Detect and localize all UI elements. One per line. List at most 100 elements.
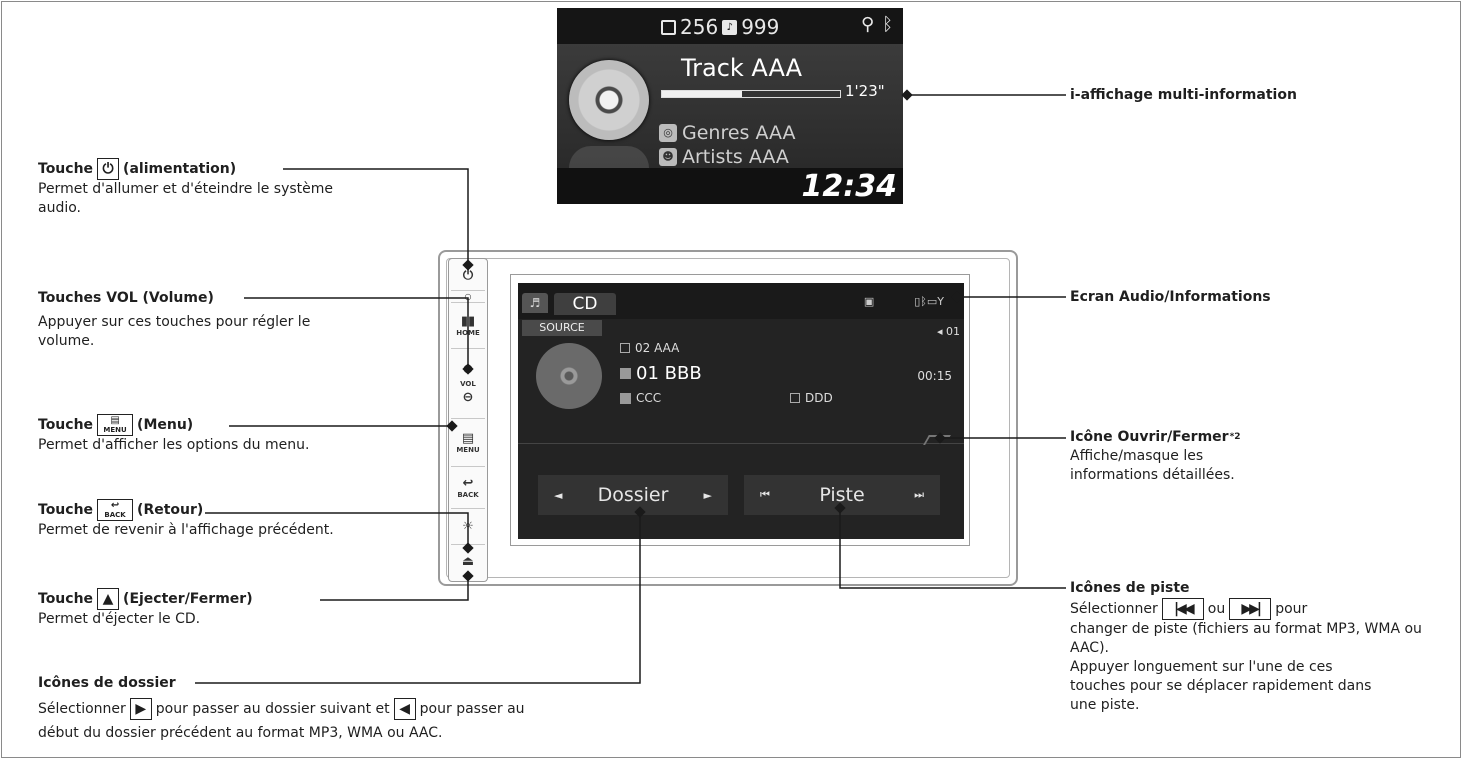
annotation-audio-screen: Ecran Audio/Informations (1070, 288, 1450, 307)
play-right-icon: ▶ (129, 698, 152, 720)
back-key[interactable]: ↩BACK (451, 467, 485, 509)
track-note-icon: ♪ (722, 19, 738, 35)
album-name: DDD (805, 391, 833, 405)
multi-info-status-bar: 256 ♪ 999 ⚲ ᛒ (557, 8, 903, 44)
track-prev-icon[interactable]: ⏮ (760, 488, 770, 501)
screen-disc-icon (536, 343, 602, 409)
track-ann-desc-b: ou (1207, 600, 1226, 617)
track-name: 01 BBB (636, 363, 702, 384)
menu-ann-desc: Permet d'afficher les options du menu. (38, 437, 310, 453)
tab-cd[interactable]: CD (554, 293, 616, 315)
back-icon: ↩ (462, 475, 474, 491)
phone-status-icon: ▯ᛒ▭Y (914, 295, 944, 308)
track-ann-head: Icônes de piste (1070, 580, 1190, 596)
artist-label: Artists AAA (682, 146, 789, 168)
home-icon: ▮▮ (460, 313, 476, 329)
track-ann-desc-e: Appuyer longuement sur l'une de ces touc… (1070, 659, 1372, 713)
annotation-back: Touche↩BACK(Retour) Permet de revenir à … (38, 499, 438, 540)
home-key[interactable]: ▮▮HOME (451, 303, 485, 349)
genre-row: ◎Genres AAA (659, 122, 796, 144)
bluetooth-icon: ᛒ (882, 14, 893, 35)
track-button[interactable]: ⏮ Piste ⏭ (744, 475, 940, 515)
annotation-folder-icons: Icônes de dossier Sélectionner ▶ pour pa… (38, 674, 718, 743)
elapsed-time: 1'23" (845, 82, 885, 100)
menu-key[interactable]: ▤MENU (451, 419, 485, 467)
speaker-icon: ◂ (936, 325, 943, 338)
annotation-power: Touche⏻(alimentation) Permet d'allumer e… (38, 158, 338, 218)
usb-icon: ⚲ (861, 14, 875, 35)
folder-button[interactable]: ◄ Dossier ► (538, 475, 728, 515)
track-time: 00:15 (917, 369, 952, 383)
volume-level: ◂ 01 (937, 325, 960, 338)
track-next-icon[interactable]: ⏭ (914, 488, 924, 501)
genre-icon: ◎ (659, 124, 677, 142)
brightness-icon: ☼ (462, 518, 474, 534)
volume-down-icon[interactable]: ⊖ (462, 389, 474, 405)
volume-up-icon[interactable]: ⊕ (462, 361, 474, 377)
status-icons: ▣ ▯ᛒ▭Y (864, 295, 944, 308)
brightness-key[interactable]: ☼ (451, 509, 485, 545)
menu-ann-label: (Menu) (137, 416, 194, 433)
vol-ann-head: Touches VOL (Volume) (38, 290, 214, 306)
track-ann-desc-c: pour (1275, 600, 1308, 617)
track-progress-fill (662, 91, 743, 97)
eject-ann-head: Touche (38, 590, 94, 607)
back-ann-desc: Permet de revenir à l'affichage précéden… (38, 522, 334, 538)
dial-indicator: ○ (451, 291, 485, 303)
menu-icon: ▤MENU (97, 414, 134, 436)
annotation-eject: Touche▲(Ejecter/Fermer) Permet d'éjecter… (38, 588, 338, 629)
back-key-label: BACK (457, 490, 479, 499)
vol-key-label: VOL (460, 379, 476, 388)
power-ann-head: Touche (38, 160, 94, 177)
menu-icon: ▤ (461, 430, 475, 446)
folder-button-label: Dossier (597, 484, 669, 506)
track-title: Track AAA (681, 54, 803, 82)
play-left-icon: ◀ (393, 698, 416, 720)
volume-value: 01 (946, 325, 960, 338)
multi-info-ann-head: i-affichage multi-information (1070, 87, 1297, 103)
artist-icon (620, 392, 631, 404)
artist-row: CCC (620, 391, 661, 405)
folder-ann-desc-d: début du dossier précédent au format MP3… (38, 725, 443, 741)
power-ann-desc: Permet d'allumer et d'éteindre le systèm… (38, 181, 334, 216)
eject-icon: ▲ (97, 588, 120, 610)
audio-screen-header: ♬ CD ▣ ▯ᛒ▭Y (518, 283, 964, 319)
multi-info-footer: 12:34 (557, 168, 903, 204)
folder-ann-desc-b: pour passer au dossier suivant et (155, 700, 390, 717)
power-key[interactable]: ⏻ (451, 261, 485, 291)
track-button-label: Piste (819, 484, 865, 506)
track-row: 01 BBB (620, 363, 702, 384)
picture-icon: ▣ (863, 295, 875, 308)
divider-line (518, 443, 964, 444)
music-note-icon[interactable]: ♬ (522, 293, 548, 313)
open-close-ann-note: *2 (1229, 432, 1241, 442)
eject-key[interactable]: ⏏ (451, 545, 485, 579)
power-icon: ⏻ (462, 267, 474, 283)
source-button[interactable]: SOURCE (522, 320, 602, 336)
multi-info-display: 256 ♪ 999 ⚲ ᛒ Track AAA 1'23" ◎Genres AA… (557, 8, 903, 204)
artist-icon: ☻ (659, 148, 677, 166)
folder-name: 02 AAA (635, 341, 680, 355)
folder-icon (661, 19, 676, 35)
annotation-multi-info: i-affichage multi-information (1070, 86, 1450, 105)
track-ann-desc-a: Sélectionner (1070, 600, 1158, 617)
power-ann-label: (alimentation) (123, 160, 237, 177)
volume-keys[interactable]: ⊕ VOL⊖ (451, 349, 485, 419)
eject-ann-desc: Permet d'éjecter le CD. (38, 611, 201, 627)
album-row: DDD (790, 391, 833, 405)
open-close-ann-head: Icône Ouvrir/Fermer (1070, 429, 1229, 445)
menu-ann-head: Touche (38, 416, 94, 433)
head-unit-inner (446, 258, 1010, 578)
back-icon-label: BACK (104, 511, 126, 519)
folder-next-icon[interactable]: ► (703, 488, 712, 502)
folder-ann-desc-a: Sélectionner (38, 700, 126, 717)
folder-prev-icon[interactable]: ◄ (554, 488, 563, 502)
track-ann-desc-d: changer de piste (fichiers au format MP3… (1070, 621, 1422, 656)
back-icon: ↩BACK (97, 499, 134, 521)
back-ann-head: Touche (38, 501, 94, 518)
track-progress-bar (661, 90, 841, 98)
back-ann-label: (Retour) (137, 501, 204, 518)
menu-key-label: MENU (456, 445, 480, 454)
